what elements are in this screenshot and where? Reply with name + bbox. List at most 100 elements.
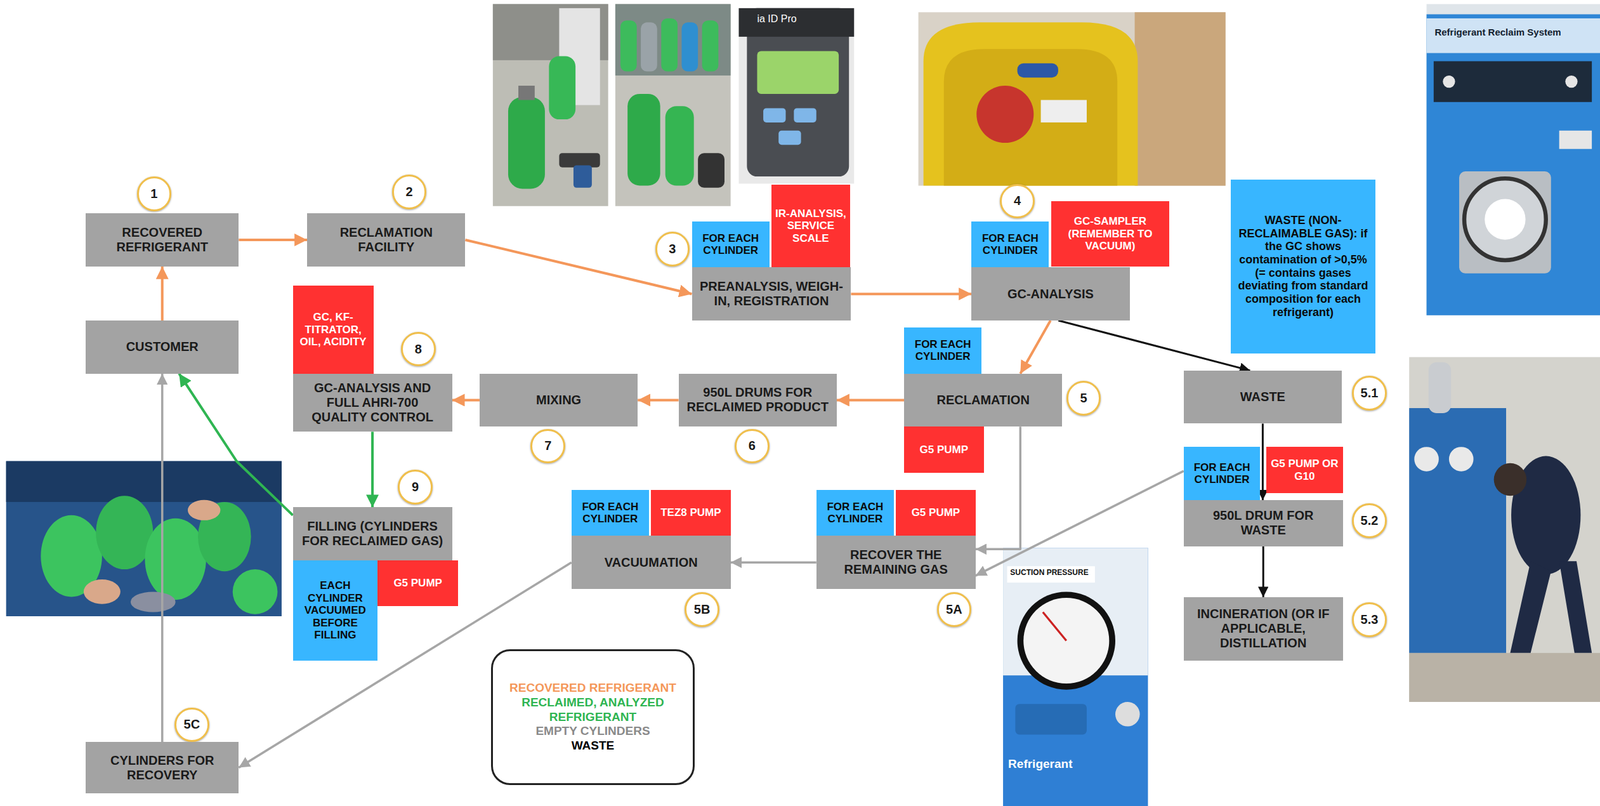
step-circle: 5 [1066, 380, 1102, 416]
process-label: RECLAMATION FACILITY [313, 225, 459, 255]
process-box: WASTE [1183, 370, 1342, 424]
step-circle: 5B [684, 591, 720, 627]
callout-number: 9 [399, 479, 431, 495]
step-circle: 3 [655, 231, 691, 267]
legend-entry: RECLAIMED, ANALYZED REFRIGERANT [501, 695, 685, 725]
process-label: INCINERATION (OR IF APPLICABLE, DISTILLA… [1190, 606, 1337, 651]
callout-number: 7 [532, 438, 564, 453]
photo-caption: ia ID Pro [756, 13, 797, 25]
step-circle: 5C [174, 707, 210, 743]
callout-number: 3 [657, 241, 689, 257]
flow-arrow [1262, 546, 1265, 597]
legend-box: RECOVERED REFRIGERANTRECLAIMED, ANALYZED… [491, 649, 696, 785]
tool-label: G5 PUMP [898, 506, 973, 519]
tool-box: G5 PUMP OR G10 [1266, 446, 1344, 493]
callout-number: 5A [938, 602, 971, 617]
process-box: PREANALYSIS, WEIGH-IN, REGISTRATION [692, 267, 852, 321]
scope-label: FOR EACH CYLINDER [694, 232, 768, 257]
legend-entry: EMPTY CYLINDERS [535, 723, 650, 739]
scope-box: FOR EACH CYLINDER [971, 221, 1049, 268]
flow-arrow [1020, 320, 1051, 374]
callout-number: 4 [1001, 193, 1033, 209]
scope-label: FOR EACH CYLINDER [1186, 461, 1259, 486]
tool-label: GC-SAMPLER (REMEMBER TO VACUUM) [1053, 215, 1168, 253]
flow-arrow [452, 398, 480, 401]
process-label: FILLING (CYLINDERS FOR RECLAIMED GAS) [299, 518, 446, 549]
process-box: CUSTOMER [85, 320, 239, 374]
flow-arrow [850, 292, 972, 296]
flow-arrow [975, 470, 1184, 576]
step-circle: 6 [734, 428, 770, 464]
callout-number: 1 [138, 186, 171, 202]
process-box: VACUUMATION [571, 535, 731, 589]
flow-arrow [161, 266, 164, 321]
legend-text: EMPTY CYLINDERS [535, 723, 650, 738]
tool-box: G5 PUMP [895, 489, 976, 536]
photo-worker [1409, 357, 1600, 702]
note-text: WASTE (NON-RECLAIMABLE GAS): if the GC s… [1235, 213, 1371, 320]
process-box: RECLAMATION [904, 373, 1063, 427]
step-circle: 5A [937, 591, 972, 627]
process-label: CUSTOMER [91, 339, 233, 355]
callout-number: 5B [686, 602, 718, 617]
scope-label: FOR EACH CYLINDER [574, 500, 647, 526]
scope-box: FOR EACH CYLINDER [571, 489, 650, 536]
flow-arrow [730, 560, 817, 564]
tool-label: TEZ8 PUMP [653, 506, 728, 519]
photo-cylinders-row [615, 3, 731, 206]
callout-number: 8 [402, 341, 434, 357]
tool-label: IR-ANALYSIS, SERVICE SCALE [773, 207, 848, 245]
step-circle: 5.2 [1351, 503, 1387, 538]
legend-text: RECOVERED REFRIGERANT [509, 680, 677, 695]
photo-yellow-cylinder [918, 12, 1226, 186]
step-circle: 5.1 [1351, 375, 1387, 411]
process-box: 950L DRUMS FOR RECLAIMED PRODUCT [678, 373, 837, 427]
tool-box: TEZ8 PUMP [650, 489, 731, 536]
flow-arrow [238, 238, 308, 242]
legend-entry: WASTE [571, 738, 615, 754]
tool-label: GC, KF-TITRATOR, OIL, ACIDITY [295, 310, 372, 349]
process-box: 950L DRUM FOR WASTE [1183, 499, 1344, 546]
scope-label: FOR EACH CYLINDER [973, 232, 1047, 257]
process-label: GC-ANALYSIS [977, 286, 1123, 302]
process-box: INCINERATION (OR IF APPLICABLE, DISTILLA… [1183, 596, 1344, 661]
callout-number: 2 [393, 184, 426, 200]
step-circle: 7 [530, 428, 566, 464]
flow-arrow [161, 373, 164, 743]
callout-number: 5.3 [1353, 612, 1385, 627]
process-label: GC-ANALYSIS AND FULL AHRI-700 QUALITY CO… [299, 380, 446, 425]
process-label: RECOVER THE REMAINING GAS [822, 547, 970, 577]
process-label: CYLINDERS FOR RECOVERY [91, 753, 233, 783]
process-label: 950L DRUM FOR WASTE [1190, 508, 1337, 538]
process-label: 950L DRUMS FOR RECLAIMED PRODUCT [685, 385, 831, 415]
legend-text: RECLAIMED, ANALYZED REFRIGERANT [521, 695, 665, 724]
process-box: RECOVERED REFRIGERANT [85, 213, 239, 267]
process-box: CYLINDERS FOR RECOVERY [85, 741, 239, 793]
legend-text: WASTE [571, 738, 615, 752]
scope-label: FOR EACH CYLINDER [819, 500, 892, 526]
tool-box: GC, KF-TITRATOR, OIL, ACIDITY [293, 285, 374, 374]
photo-caption: Refrigerant Reclaim System [1434, 26, 1561, 38]
process-box: MIXING [479, 373, 638, 427]
scope-label: FOR EACH CYLINDER [906, 338, 979, 363]
flow-arrow [178, 373, 293, 516]
photo-caption: Refrigerant [1008, 756, 1073, 771]
callout-number: 5C [176, 716, 208, 732]
photo-reclaim-machine [1426, 3, 1600, 315]
callout-number: 5 [1068, 390, 1100, 406]
process-label: WASTE [1190, 389, 1336, 405]
process-box: RECOVER THE REMAINING GAS [816, 535, 976, 589]
tool-label: G5 PUMP [906, 443, 981, 457]
photo-scale [492, 3, 609, 206]
flow-arrow [1261, 423, 1264, 500]
photo-gauge [1003, 547, 1148, 806]
flow-arrow [1058, 320, 1250, 371]
tool-box: IR-ANALYSIS, SERVICE SCALE [771, 184, 851, 268]
tool-box: GC-SAMPLER (REMEMBER TO VACUUM) [1051, 201, 1170, 267]
step-circle: 4 [999, 183, 1035, 219]
step-circle: 8 [400, 331, 436, 367]
scope-box: FOR EACH CYLINDER [816, 489, 894, 536]
flow-arrow [637, 398, 679, 401]
step-circle: 2 [392, 174, 427, 210]
